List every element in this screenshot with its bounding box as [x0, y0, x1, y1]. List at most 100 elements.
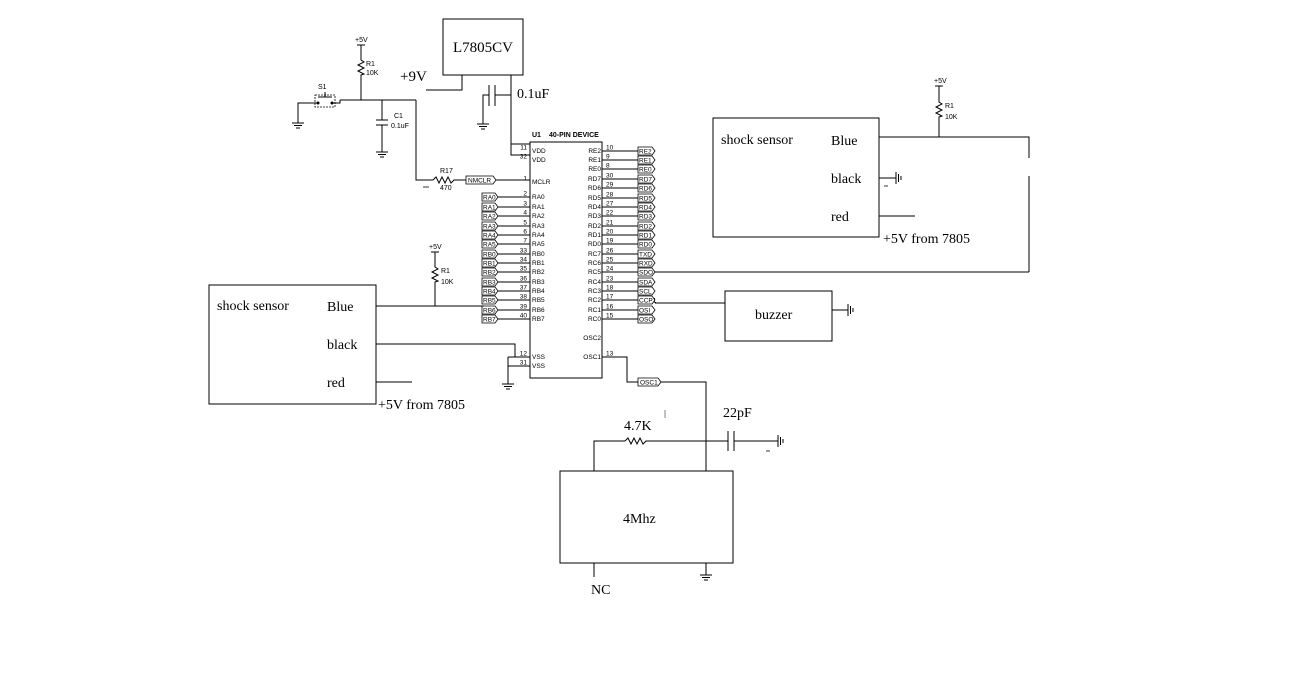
mcu-pin-number: 25	[606, 257, 614, 264]
mcu-pin-number: 4	[523, 210, 527, 217]
net-label-text: RD7	[639, 177, 652, 184]
mcu-pin-number: 40	[520, 313, 528, 320]
net-label-ra1: RA1	[481, 202, 512, 212]
mcu-pin-name: RC7	[588, 251, 601, 258]
net-label-text: RD2	[639, 224, 652, 231]
mcu-pin-number: 19	[606, 238, 614, 245]
net-label-text: RB5	[483, 298, 496, 305]
net-label-sdo: SDO	[637, 267, 656, 277]
mcu-right-pins: 10RE29RE18RE030RD729RD628RD527RD422RD321…	[583, 145, 638, 362]
mcu-pin-number: 7	[523, 238, 527, 245]
net-label-text: RD4	[639, 205, 652, 212]
buzzer-label: buzzer	[755, 308, 793, 323]
mcu-pin-number: 36	[520, 276, 528, 283]
net-label-text: RB4	[483, 289, 496, 296]
mcu-pin-re2: 10 RE2	[588, 145, 638, 155]
net-label-text: RA2	[483, 214, 496, 221]
mcu-pin-number: 10	[606, 145, 614, 152]
mcu-pin-name: RD2	[588, 223, 601, 230]
mcu-pin-name: VDD	[532, 157, 546, 164]
mcu-pin-name: RD5	[588, 195, 601, 202]
mcu-pin-number: 16	[606, 304, 614, 311]
sensor-right-blue: Blue	[831, 134, 857, 149]
osc1-net-text: OSC1	[640, 380, 658, 387]
net-label-ra4: RA4	[481, 230, 512, 240]
net-label-text: RD0	[639, 242, 652, 249]
mcu-pin-number: 11	[520, 145, 527, 152]
sensor-right-pullup-value: 10K	[945, 114, 958, 121]
net-label-rd0: RD0	[637, 239, 656, 249]
sensor-left-supply: +5V from 7805	[378, 398, 465, 413]
net-label-rd5: RD5	[637, 193, 656, 203]
sensor-right-supply: +5V from 7805	[883, 232, 970, 247]
mcu-pin-name: RC5	[588, 269, 601, 276]
r17-name: R17	[440, 168, 453, 175]
mcu-pin-name: RB6	[532, 307, 545, 314]
mcu-pin-number: 33	[520, 248, 528, 255]
mcu-pin-name: RC2	[588, 297, 601, 304]
net-label-ra3: RA3	[481, 221, 512, 231]
mcu-pin-name: RB2	[532, 269, 545, 276]
r17-value: 470	[440, 185, 452, 192]
net-label-rd4: RD4	[637, 202, 656, 212]
net-label-rb2: RB2	[481, 267, 512, 277]
mcu-pin-number: 15	[606, 313, 614, 320]
net-label-text: RXD	[639, 261, 653, 268]
mcu-pin-number: 9	[606, 154, 610, 161]
reset-switch[interactable]: S1	[291, 84, 341, 129]
mcu-pin-name: RA2	[532, 213, 545, 220]
mcu-pin-name: RD0	[588, 241, 601, 248]
mcu-left-net-labels: RA0RA1RA2RA3RA4RA5RB0RB1RB2RB3RB4RB5RB6R…	[481, 192, 512, 324]
mcu-pin-number: 5	[523, 220, 527, 227]
net-label-oso: OSO	[637, 314, 656, 324]
mcu-pin-name: RE0	[588, 166, 601, 173]
mcu-pin-name: RA1	[532, 204, 545, 211]
mcu-pin-name: RE2	[588, 148, 601, 155]
net-label-ra5: RA5	[481, 239, 512, 249]
sensor-left-black: black	[327, 338, 357, 353]
net-label-text: RB3	[483, 280, 496, 287]
net-label-ra0: RA0	[481, 192, 512, 202]
net-label-text: RB2	[483, 270, 496, 277]
regulator-label: L7805CV	[453, 40, 513, 56]
net-label-text: RA1	[483, 205, 496, 212]
mcu-pin-vss: 31 VSS	[520, 360, 546, 371]
net-label-text: RE0	[639, 167, 652, 174]
net-label-rd2: RD2	[637, 221, 656, 231]
mcu-pin-number: 31	[520, 360, 528, 367]
oscillator-circuit: OSC1 4.7K 22pF 4Mhz NC	[559, 356, 784, 598]
mcu-pin-name: RA0	[532, 194, 545, 201]
mcu-pin-number: 8	[606, 163, 610, 170]
net-label-re0: RE0	[637, 164, 656, 174]
mcu-pin-name: VSS	[532, 363, 546, 370]
net-label-rb7: RB7	[481, 314, 512, 324]
net-label-rb0: RB0	[481, 249, 512, 259]
mcu-pin-re0: 8 RE0	[588, 163, 638, 173]
sensor-left-pullup-value: 10K	[441, 279, 454, 286]
mcu-pin-name: RD6	[588, 185, 601, 192]
net-label-rb5: RB5	[481, 295, 512, 305]
sensor-right-pullup-vcc: +5V	[934, 78, 947, 85]
net-label-rd6: RD6	[637, 183, 656, 193]
net-label-text: CCP1	[639, 298, 657, 305]
mcu-pin-osc2: OSC2	[583, 335, 601, 342]
mcu-pin-number: 38	[520, 294, 528, 301]
reset-circuit: +5V R1 10K S1 C1 0.1uF	[291, 37, 466, 192]
